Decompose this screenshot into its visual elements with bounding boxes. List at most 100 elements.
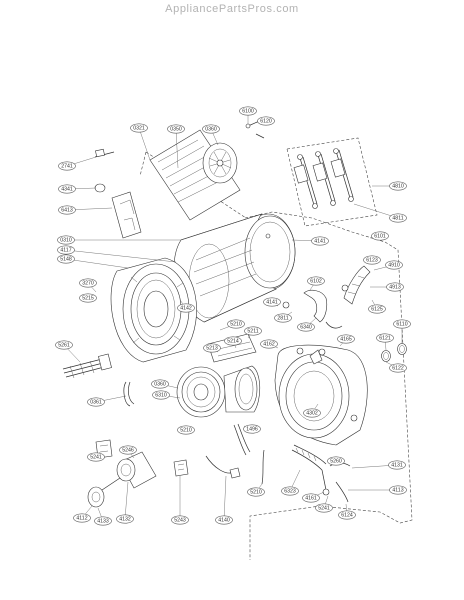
callout-5213: 5213: [203, 343, 221, 353]
callout-bubble: [58, 205, 76, 215]
callout-label: 6110: [396, 321, 407, 327]
callout-label: 4161: [305, 495, 317, 501]
callout-label: 6123: [366, 257, 378, 263]
callout-label: 5210: [180, 427, 192, 433]
callout-6323: 6323: [281, 469, 301, 496]
callout-label: 4117: [60, 247, 71, 253]
callout-label: 5210: [230, 321, 242, 327]
callout-bubble: [376, 333, 394, 343]
callout-bubble: [247, 487, 265, 497]
callout-bubble: [393, 319, 411, 329]
callout-bubble: [239, 106, 257, 116]
callout-label: 4913: [389, 284, 401, 290]
callout-label: 6122: [392, 365, 404, 371]
damper-assembly: [286, 137, 378, 227]
callout-label: 4113: [392, 487, 403, 493]
callout-label: 4165: [340, 336, 352, 342]
callout-label: 0361: [90, 399, 102, 405]
callout-bubble: [202, 124, 220, 134]
front-tub-right: [274, 344, 368, 446]
inlet-hose-bend: [282, 265, 371, 329]
callout-bubble: [58, 184, 76, 194]
callout-bubble: [327, 456, 345, 466]
callout-label: 6413: [61, 207, 73, 213]
callout-0360b: 0360: [151, 379, 179, 389]
callout-6102: 6102: [307, 276, 325, 291]
callout-label: 5213: [206, 345, 218, 351]
callout-bubble: [386, 282, 404, 292]
callout-bubble: [87, 397, 105, 407]
callout-label: 4140: [218, 517, 230, 523]
callout-bubble: [177, 425, 195, 435]
callout-label: 0360: [205, 126, 217, 132]
callout-bubble: [58, 161, 76, 171]
wire-harness: [205, 449, 265, 485]
callout-5148: 5148: [57, 254, 129, 269]
callout-6310: 6310: [152, 390, 181, 400]
callout-6101: 6101: [369, 231, 389, 241]
callout-4810: 4810: [372, 181, 407, 191]
callout-leader-line: [223, 475, 227, 521]
callout-bubble: [152, 390, 170, 400]
callout-bubble: [87, 452, 105, 462]
callout-bubble: [177, 303, 195, 313]
callout-label: 4162: [263, 341, 275, 347]
callout-5241: 5241: [87, 451, 105, 462]
callout-label: 4112: [76, 515, 87, 521]
callout-6413: 6413: [58, 205, 113, 215]
callout-4302: 4302: [303, 403, 321, 418]
callout-label: 0360: [154, 381, 166, 387]
callout-4112: 4112: [73, 505, 93, 523]
callout-0361: 0361: [87, 395, 127, 407]
callout-2811: 2811: [274, 311, 293, 323]
callout-bubble: [388, 460, 406, 470]
callout-5210c: 5210: [247, 483, 265, 497]
callout-bubble: [371, 231, 389, 241]
drum-pulley-group: [149, 117, 265, 221]
callout-label: 5241: [318, 505, 330, 511]
callout-label: 4341: [61, 186, 73, 192]
callout-2741: 2741: [58, 156, 97, 171]
callout-5210b: 5210: [177, 425, 195, 435]
callout-bubble: [389, 363, 407, 373]
callout-label: 4141: [314, 238, 326, 244]
callout-bubble: [171, 515, 189, 525]
callout-bubble: [297, 322, 315, 332]
drain-hose-center: [233, 423, 251, 456]
callout-label: 6323: [284, 488, 296, 494]
callout-bubble: [55, 340, 73, 350]
callout-bubble: [274, 313, 292, 323]
callout-bubble: [130, 123, 148, 133]
callout-leader-line: [138, 127, 151, 161]
callout-6100-top: 6100: [239, 106, 257, 124]
heater-element: [62, 353, 112, 379]
callout-label: 6124: [341, 512, 353, 518]
callout-4141b: 4141: [263, 297, 281, 307]
callout-5214: 5214: [224, 336, 242, 349]
callout-6124: 6124: [338, 503, 356, 520]
callout-4132: 4132: [116, 481, 134, 524]
callout-label: 5214: [227, 338, 239, 344]
callout-bubble: [338, 510, 356, 520]
callout-6123: 6123: [363, 255, 381, 265]
front-tub-ring: [110, 257, 197, 363]
callout-bubble: [57, 254, 75, 264]
callout-bubble: [73, 513, 91, 523]
callout-bubble: [57, 245, 75, 255]
callout-bubble: [302, 493, 320, 503]
callout-0350: 0350: [167, 124, 185, 169]
callout-bubble: [224, 336, 242, 346]
callout-4142: 4142: [177, 299, 195, 313]
drain-pump-set: [87, 439, 189, 508]
callout-leader-line: [65, 249, 177, 263]
assembly-frame: [139, 151, 413, 560]
callout-6340: 6340: [297, 317, 317, 332]
callout-3270: 3270: [79, 278, 97, 293]
callout-bubble: [151, 379, 169, 389]
callout-6121: 6121: [376, 333, 394, 351]
callout-label: 6125: [371, 306, 383, 312]
callout-6110: 6110: [393, 319, 411, 344]
callout-bubble: [281, 486, 299, 496]
callout-label: 4910: [388, 262, 400, 268]
callout-label: 3270: [82, 280, 94, 286]
